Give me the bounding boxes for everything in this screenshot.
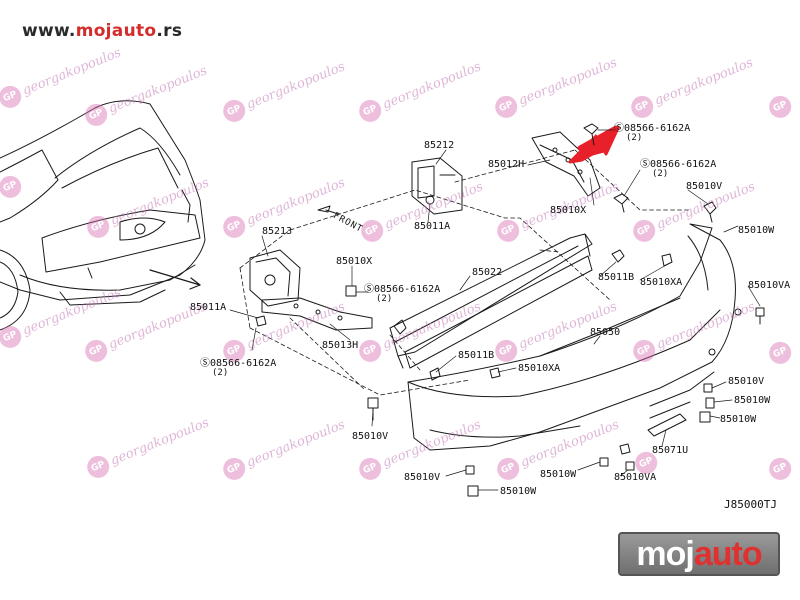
site-url-brand: mojauto: [75, 21, 157, 41]
callout-screw-08566: Ⓢ08566-6162A(2): [640, 159, 717, 179]
callout-85022: 85022: [472, 267, 503, 278]
leader-lines: [229, 129, 761, 491]
bumper-beam-85022: [389, 233, 593, 369]
callout-85010w: 85010W: [734, 395, 771, 406]
callout-text: 08566-6162A: [210, 358, 277, 369]
callout-85010v: 85010V: [404, 472, 441, 483]
reflector-85071u: [647, 413, 687, 437]
fasteners: [255, 123, 765, 497]
vehicle-rear-view: [0, 100, 206, 331]
guide-lines: [239, 149, 691, 396]
callout-85013h: 85013H: [322, 340, 359, 351]
callout-85011a: 85011A: [190, 302, 227, 313]
bracket-85213: [249, 249, 301, 307]
callout-85010v: 85010V: [728, 376, 765, 387]
callout-qty: (2): [376, 294, 393, 304]
callout-screw-08566: Ⓢ08566-6162A(2): [364, 284, 441, 304]
callout-85050: 85050: [590, 327, 621, 338]
callout-qty: (2): [212, 368, 229, 378]
logo-part2: auto: [693, 534, 763, 573]
site-url[interactable]: www.mojauto.rs: [22, 21, 182, 41]
callout-85071u: 85071U: [652, 445, 689, 456]
callout-85010w: 85010W: [720, 414, 757, 425]
reinforcement-85013h: [261, 297, 373, 331]
callout-text: 08566-6162A: [374, 284, 441, 295]
callout-85012h: 85012H: [488, 159, 525, 170]
callout-85010x: 85010X: [336, 256, 373, 267]
front-arrow-icon: [317, 205, 339, 215]
bumper-cover-85050: [407, 223, 742, 451]
callout-85010xa: 85010XA: [518, 363, 561, 374]
callout-qty: (2): [652, 169, 669, 179]
callout-85010w: 85010W: [500, 486, 537, 497]
callout-85011b: 85011B: [458, 350, 495, 361]
callout-85011b: 85011B: [598, 272, 635, 283]
site-url-prefix: www.: [22, 21, 76, 41]
callout-85010xa: 85010XA: [640, 277, 683, 288]
callout-85213: 85213: [262, 226, 293, 237]
callout-85010v: 85010V: [352, 431, 389, 442]
callout-text: 08566-6162A: [650, 159, 717, 170]
callout-85010x: 85010X: [550, 205, 587, 216]
callout-screw-08566: Ⓢ08566-6162A(2): [614, 123, 691, 143]
callout-85010w: 85010W: [540, 469, 577, 480]
site-url-suffix: .rs: [156, 21, 183, 41]
highlight-arrow: [568, 125, 620, 164]
callout-85010w: 85010W: [738, 225, 775, 236]
callout-text: 08566-6162A: [624, 123, 691, 134]
callout-85010v: 85010V: [686, 181, 723, 192]
logo-part1: moj: [636, 534, 694, 573]
callout-85010va: 85010VA: [614, 472, 657, 483]
drawing-code: J85000TJ: [724, 498, 777, 511]
callout-qty: (2): [626, 133, 643, 143]
callout-85011a: 85011A: [414, 221, 451, 232]
callout-screw-08566: Ⓢ08566-6162A(2): [200, 358, 277, 378]
callout-85010va: 85010VA: [748, 280, 791, 291]
callout-85212: 85212: [424, 140, 455, 151]
pointer-arrow: [149, 269, 201, 290]
